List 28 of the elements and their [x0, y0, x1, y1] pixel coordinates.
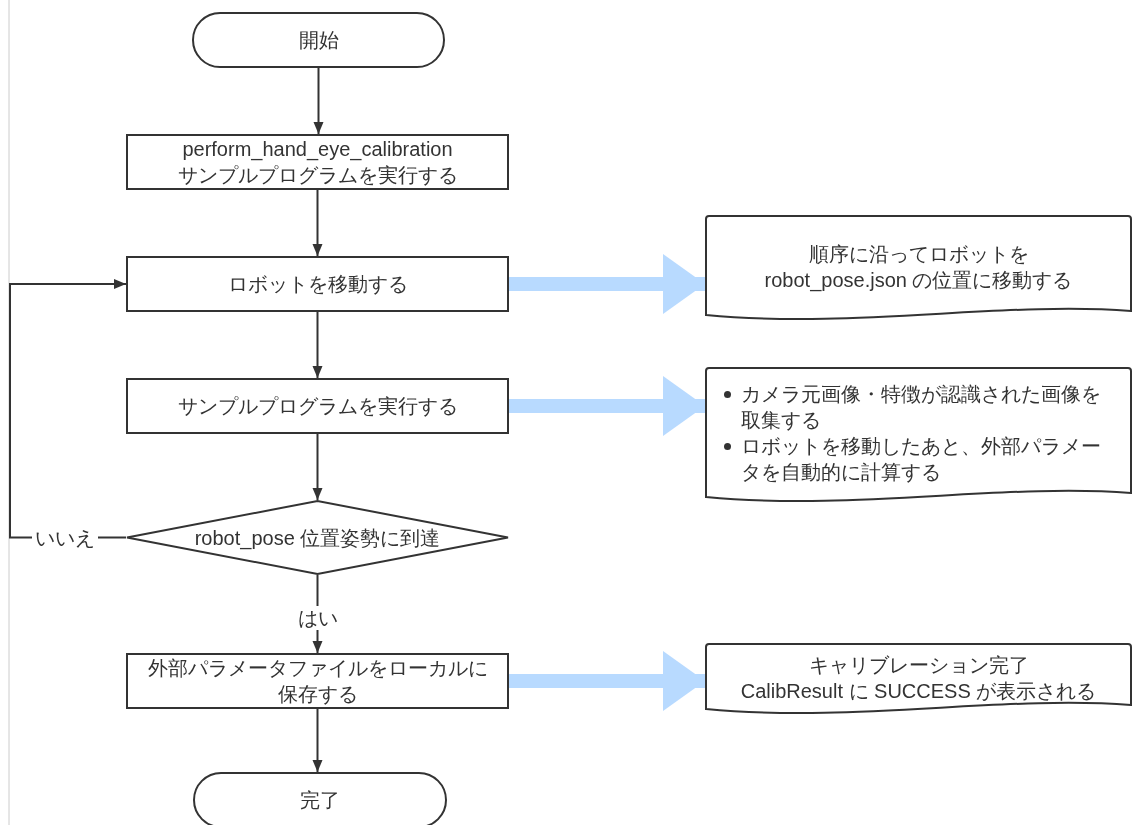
arrow [312, 433, 323, 501]
step-text: キャリブレーション完了 [808, 653, 1029, 678]
process-box [126, 378, 509, 434]
process-box [126, 134, 509, 190]
block-arrow [509, 651, 705, 711]
step-text: CalibResult に SUCCESS が表示される [740, 679, 1097, 704]
step-text: 完了 [300, 788, 340, 813]
terminal-box [193, 772, 447, 825]
arrow [312, 189, 323, 257]
bullet-text: ロボットを移動したあと、外部パラメータを自動的に計算する [741, 435, 1101, 483]
step-text: 開始 [298, 28, 339, 53]
block-arrow [509, 254, 705, 314]
step-text: サンプルプログラムを実行する [176, 394, 459, 419]
bullet-text: カメラ元画像・特徴が認識された画像を取集する [741, 383, 1101, 431]
step-text: perform_hand_eye_calibration [181, 137, 454, 162]
terminal-box [192, 12, 445, 68]
step-text: 順序に沿ってロボットを [808, 242, 1029, 267]
arrow [312, 311, 323, 379]
arrow [313, 67, 324, 135]
step-text: robot_pose.json の位置に移動する [764, 268, 1073, 293]
block-arrow [509, 376, 705, 436]
arrow [312, 708, 323, 773]
process-box [126, 653, 509, 709]
process-box [126, 256, 509, 312]
step-text: ロボットを移動する [226, 272, 409, 297]
step-text: robot_pose 位置姿勢に到達 [194, 525, 441, 551]
step-text: 外部パラメータファイルをローカルに保存する [146, 656, 489, 707]
step-text: サンプルプログラムを実行する [176, 163, 459, 188]
